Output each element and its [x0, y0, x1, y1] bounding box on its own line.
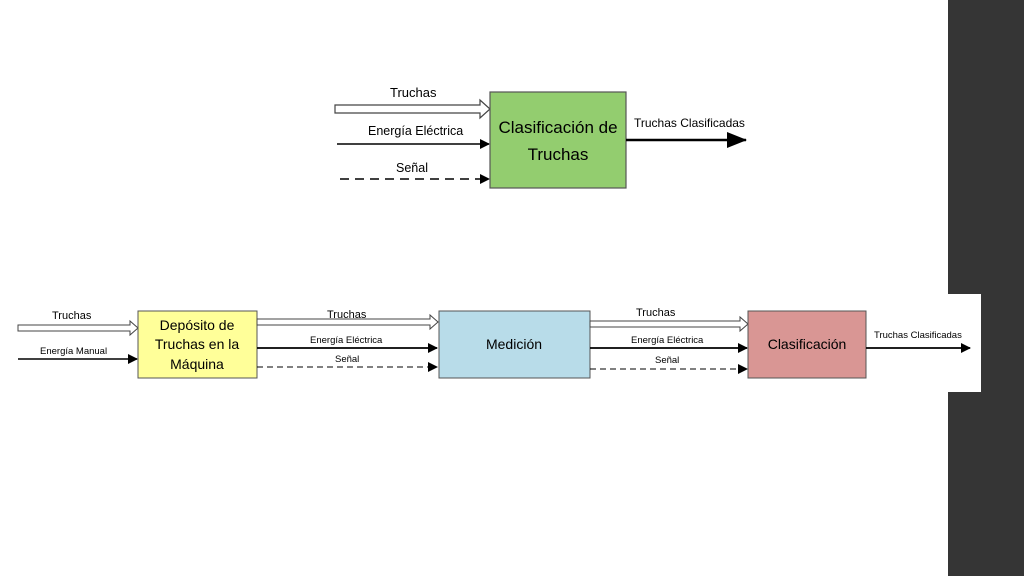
right-side-panel — [948, 0, 1024, 576]
link1-truchas-hollow-arrow — [256, 313, 439, 331]
link2-truchas-hollow-arrow — [589, 315, 749, 333]
bottom-diagram: Truchas Energía Manual Depósito de Truch… — [17, 307, 971, 379]
clasificacion-label: Clasificación — [768, 336, 847, 352]
link2-label-senal: Señal — [655, 355, 679, 366]
top-label-senal: Señal — [396, 161, 428, 175]
clasificacion-box — [747, 310, 867, 379]
link2-label-energia: Energía Eléctrica — [631, 335, 704, 346]
link1-label-truchas: Truchas — [327, 309, 367, 321]
bottom-label-energia-manual: Energía Manual — [40, 346, 107, 357]
deposito-box — [137, 310, 258, 379]
top-process-box — [489, 91, 627, 189]
top-label-energia: Energía Eléctrica — [368, 124, 463, 138]
bottom-truchas-hollow-arrow — [17, 319, 139, 337]
top-label-output: Truchas Clasificadas — [634, 116, 745, 130]
top-truchas-hollow-arrow — [334, 98, 491, 120]
link1-label-energia: Energía Eléctrica — [310, 335, 383, 346]
bottom-label-output: Truchas Clasificadas — [874, 330, 962, 341]
medicion-box — [438, 310, 591, 379]
link1-label-senal: Señal — [335, 354, 359, 365]
top-box-line2: Truchas — [528, 145, 589, 164]
top-box-line1: Clasificación de — [498, 118, 617, 137]
deposito-line2: Truchas en la — [155, 336, 240, 352]
deposito-line3: Máquina — [170, 356, 224, 372]
link2-label-truchas: Truchas — [636, 307, 676, 319]
medicion-label: Medición — [486, 336, 542, 352]
bottom-label-truchas-in: Truchas — [52, 310, 92, 322]
top-label-truchas: Truchas — [390, 85, 437, 100]
top-diagram: Truchas Energía Eléctrica Señal Clasific… — [334, 85, 747, 189]
deposito-line1: Depósito de — [160, 317, 235, 333]
